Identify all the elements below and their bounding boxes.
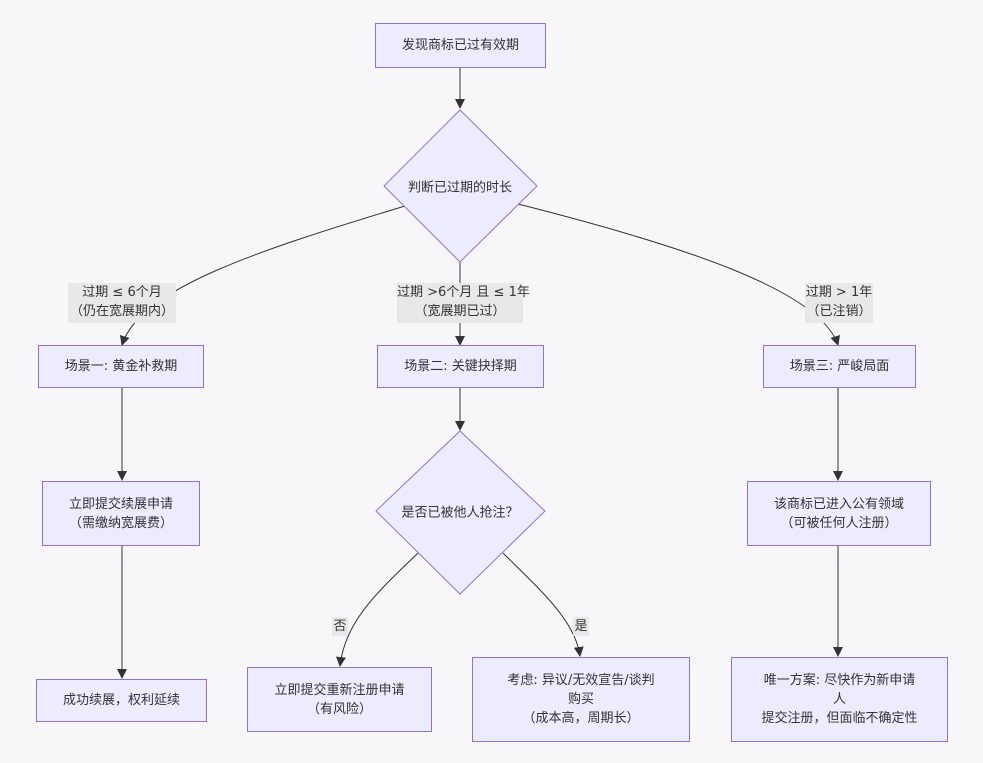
node-start-label: 发现商标已过有效期 <box>401 38 519 53</box>
node-renew-success-label: 成功续展，权利延续 <box>62 693 180 708</box>
node-scenario1-label: 场景一: 黄金补救期 <box>64 359 178 374</box>
edge-label-6m-1y-line1: 过期 >6个月 且 ≤ 1年 <box>397 285 530 300</box>
node-public-line1: 该商标已进入公有领域 <box>773 496 904 512</box>
node-renew: 立即提交续展申请 （需缴纳宽展费） <box>42 481 200 546</box>
edge-label-6m-1y: 过期 >6个月 且 ≤ 1年 （宽展期已过） <box>397 283 530 323</box>
decision-diamond-squatted <box>375 430 546 595</box>
node-consider-line3: （成本高，周期长） <box>522 711 640 726</box>
node-public-line2: （可被任何人注册） <box>780 515 898 531</box>
node-consider: 考虑: 异议/无效宣告/谈判 购买 （成本高，周期长） <box>472 657 690 742</box>
node-reapply-line2: （有风险） <box>306 701 372 717</box>
node-start: 发现商标已过有效期 <box>375 23 546 68</box>
node-reapply-risk: 立即提交重新注册申请 （有风险） <box>247 667 432 732</box>
edge-squatted-no <box>336 552 419 667</box>
node-only-line1: 唯一方案: 尽快作为新申请 <box>763 673 916 688</box>
node-scenario3-label: 场景三: 严峻局面 <box>789 359 890 374</box>
edge-label-le6m-line2: （仍在宽展期内） <box>69 304 174 319</box>
decision-duration-label: 判断已过期的时长 <box>407 180 513 196</box>
edge-label-no: 否 <box>332 617 348 636</box>
node-scenario1: 场景一: 黄金补救期 <box>38 345 204 388</box>
node-scenario2-label: 场景二: 关键抉择期 <box>404 359 517 374</box>
edge-label-yes: 是 <box>573 617 589 636</box>
node-only-option: 唯一方案: 尽快作为新申请 人 提交注册，但面临不确定性 <box>731 657 948 742</box>
node-only-line3: 提交注册，但面临不确定性 <box>761 711 918 726</box>
node-consider-line1: 考虑: 异议/无效宣告/谈判 <box>507 673 655 688</box>
edge-decision-to-scenario3 <box>517 203 840 346</box>
node-public-domain: 该商标已进入公有领域 （可被任何人注册） <box>747 481 931 546</box>
node-consider-line2: 购买 <box>567 692 594 707</box>
node-only-line2: 人 <box>832 692 846 707</box>
edge-decision-to-scenario1 <box>119 205 406 346</box>
decision-diamond-duration <box>383 109 538 263</box>
edge-label-gt1y-line1: 过期 > 1年 <box>805 285 873 300</box>
edge-label-6m-1y-line2: （宽展期已过） <box>414 304 506 319</box>
node-reapply-line1: 立即提交重新注册申请 <box>274 682 405 698</box>
decision-squatted-label: 是否已被他人抢注？ <box>401 505 519 521</box>
edge-squatted-yes <box>502 552 584 657</box>
node-renew-success: 成功续展，权利延续 <box>36 679 207 722</box>
node-scenario2: 场景二: 关键抉择期 <box>377 345 544 388</box>
node-renew-line1: 立即提交续展申请 <box>68 496 173 512</box>
edge-label-gt1y-line2: （已注销） <box>806 304 872 319</box>
node-scenario3: 场景三: 严峻局面 <box>763 345 916 388</box>
edge-label-gt1y: 过期 > 1年 （已注销） <box>805 283 873 323</box>
node-renew-line2: （需缴纳宽展费） <box>68 515 173 531</box>
edge-label-le6m-line1: 过期 ≤ 6个月 <box>82 285 162 300</box>
edge-label-le6m: 过期 ≤ 6个月 （仍在宽展期内） <box>68 283 176 323</box>
